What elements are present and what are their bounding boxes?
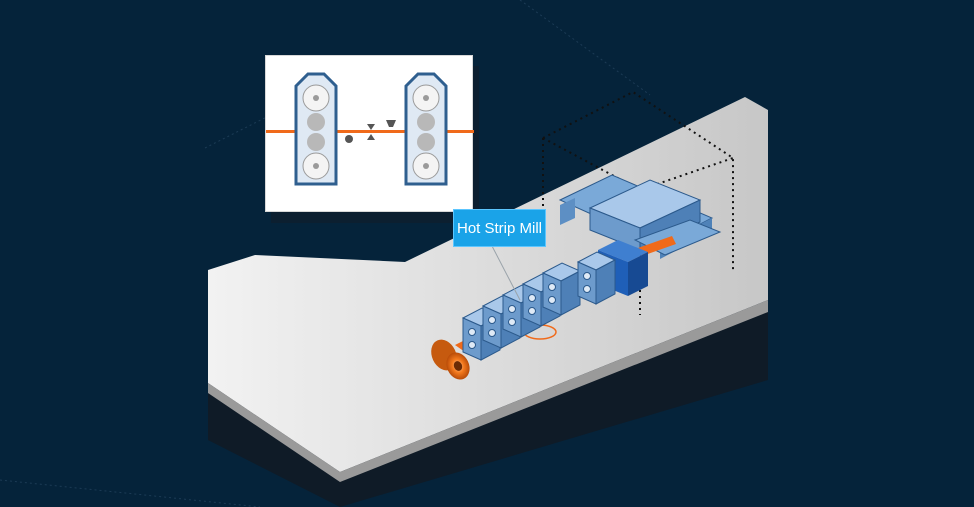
looper-icon <box>345 135 353 143</box>
background-guide-lines <box>0 0 651 507</box>
strip-coil-icon <box>431 339 470 380</box>
roll-stand-icon <box>576 251 617 305</box>
reheating-furnace-icon <box>558 174 722 259</box>
callout-label: Hot Strip Mill <box>456 219 542 237</box>
finishing-roll-stands <box>461 251 617 361</box>
roll-stand-icon <box>404 72 448 186</box>
callout-leader-line <box>491 245 521 301</box>
roll-stand-schematic <box>266 72 474 186</box>
roll-stand-inset <box>265 55 474 212</box>
roll-stand-icon <box>541 262 582 316</box>
roll-stand-icon <box>294 72 338 186</box>
guide-icon <box>367 124 375 140</box>
hot-strip-mill-callout[interactable]: Hot Strip Mill <box>453 209 546 247</box>
sensor-icon <box>386 120 396 127</box>
